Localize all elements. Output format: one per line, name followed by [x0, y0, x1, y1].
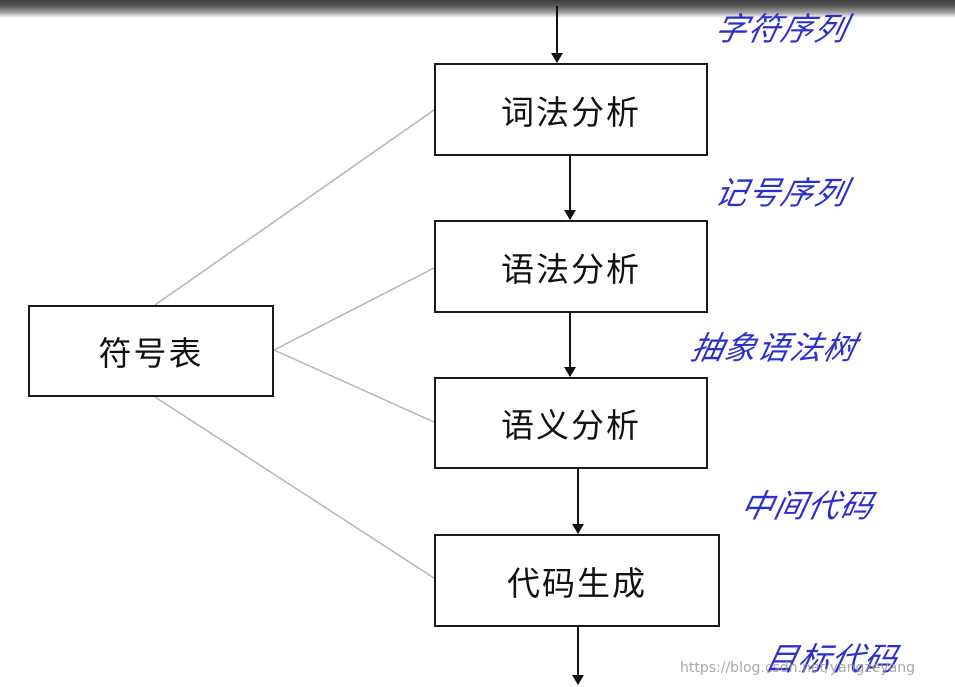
symbol-link-semantic	[273, 349, 435, 423]
symbol-link-lexical	[154, 109, 435, 306]
stage-lexical-analysis: 词法分析	[434, 63, 708, 156]
symbol-link-syntax	[273, 267, 435, 351]
watermark-text: https://blog.csdn.net/yangzeyang	[680, 660, 915, 676]
stage-semantic-analysis: 语义分析	[434, 377, 708, 469]
flow-label-input: 字符序列	[711, 10, 852, 48]
flow-label-ast: 抽象语法树	[687, 329, 861, 367]
symbol-link-codegen	[154, 396, 435, 579]
stage-syntax-analysis: 语法分析	[434, 220, 708, 313]
symbol-table-box: 符号表	[28, 305, 274, 397]
top-rule	[0, 0, 955, 18]
flow-label-intermediate: 中间代码	[737, 487, 878, 525]
stage-code-generation: 代码生成	[434, 534, 720, 627]
flow-label-tokens: 记号序列	[711, 174, 852, 212]
